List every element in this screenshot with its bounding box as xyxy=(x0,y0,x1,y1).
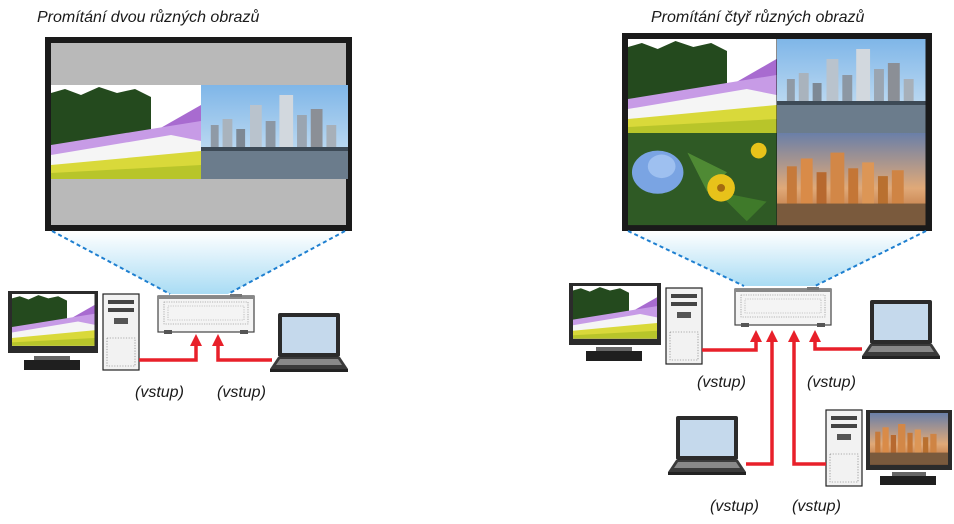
right-arrowhead-1 xyxy=(750,330,762,342)
right-monitor-top xyxy=(569,283,661,361)
right-projector xyxy=(734,286,832,328)
right-laptop-top xyxy=(862,300,940,359)
right-screen xyxy=(622,33,932,231)
right-screen-image-flowers xyxy=(628,39,777,133)
right-screen-image-sunset xyxy=(777,133,926,226)
left-input-label-2: (vstup) xyxy=(217,384,266,401)
left-input-label-1: (vstup) xyxy=(135,384,184,401)
right-input-label-1: (vstup) xyxy=(697,374,746,391)
left-projector xyxy=(157,293,255,335)
right-desktop-pc-bottom xyxy=(825,409,863,487)
right-input-label-4: (vstup) xyxy=(792,498,841,515)
left-projection-beam xyxy=(51,230,346,295)
right-monitor-bottom xyxy=(866,410,952,485)
left-screen-image-flowers xyxy=(51,85,201,179)
left-screen xyxy=(45,37,352,231)
left-cables xyxy=(139,344,272,362)
left-title: Promítání dvou různých obrazů xyxy=(37,9,260,26)
left-screen-image-city xyxy=(201,85,348,179)
right-input-label-2: (vstup) xyxy=(807,374,856,391)
right-arrowhead-3 xyxy=(788,330,800,342)
right-arrowhead-2 xyxy=(766,330,778,342)
right-input-label-3: (vstup) xyxy=(710,498,759,515)
right-arrowhead-4 xyxy=(809,330,821,342)
left-monitor xyxy=(8,291,98,370)
right-title: Promítání čtyř různých obrazů xyxy=(651,9,865,26)
left-desktop-pc xyxy=(102,293,140,371)
right-laptop-bottom xyxy=(668,416,746,475)
left-laptop xyxy=(270,313,348,372)
right-screen-image-hydrangea xyxy=(628,133,777,226)
right-screen-image-city xyxy=(777,39,926,133)
right-desktop-pc-top xyxy=(665,287,703,365)
left-arrowhead-1 xyxy=(190,334,202,346)
left-arrowhead-2 xyxy=(212,334,224,346)
right-projection-beam xyxy=(627,230,927,287)
